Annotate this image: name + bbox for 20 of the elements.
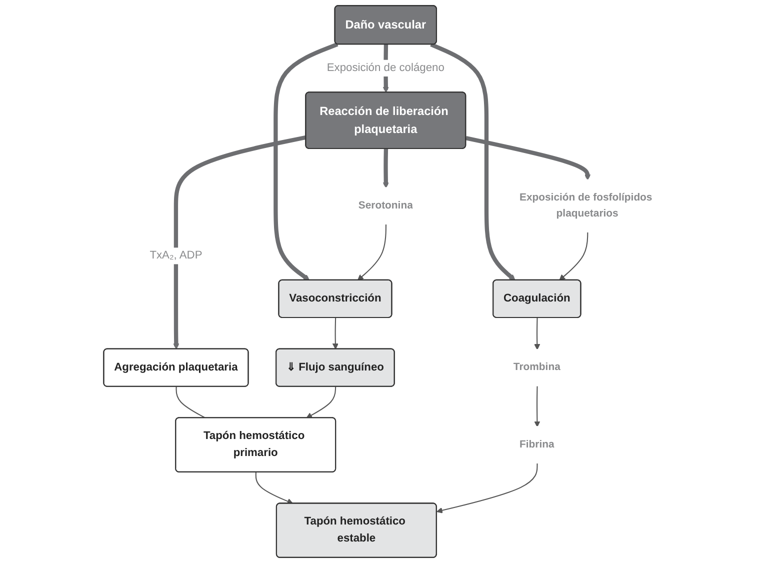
arrow [274, 42, 338, 281]
edge-label: Exposición de colágeno [326, 62, 444, 74]
connector [176, 386, 206, 418]
node-text: Fibrina [520, 438, 554, 450]
arrow [255, 472, 294, 504]
edge-label: TxA₂, ADP [150, 250, 202, 262]
arrow [306, 386, 336, 418]
arrow [357, 224, 386, 281]
node-text: Trombina [513, 361, 560, 373]
arrow [436, 463, 538, 514]
arrow [559, 232, 588, 281]
arrow [332, 318, 338, 350]
arrow [382, 148, 389, 188]
arrow [534, 318, 540, 350]
node-text: Exposición de fosfolípidos plaquetarios [520, 192, 652, 220]
arrow [466, 136, 591, 180]
arrow [430, 42, 516, 281]
arrow [534, 386, 540, 428]
arrow [173, 135, 306, 350]
node-text: Serotonina [358, 199, 413, 212]
